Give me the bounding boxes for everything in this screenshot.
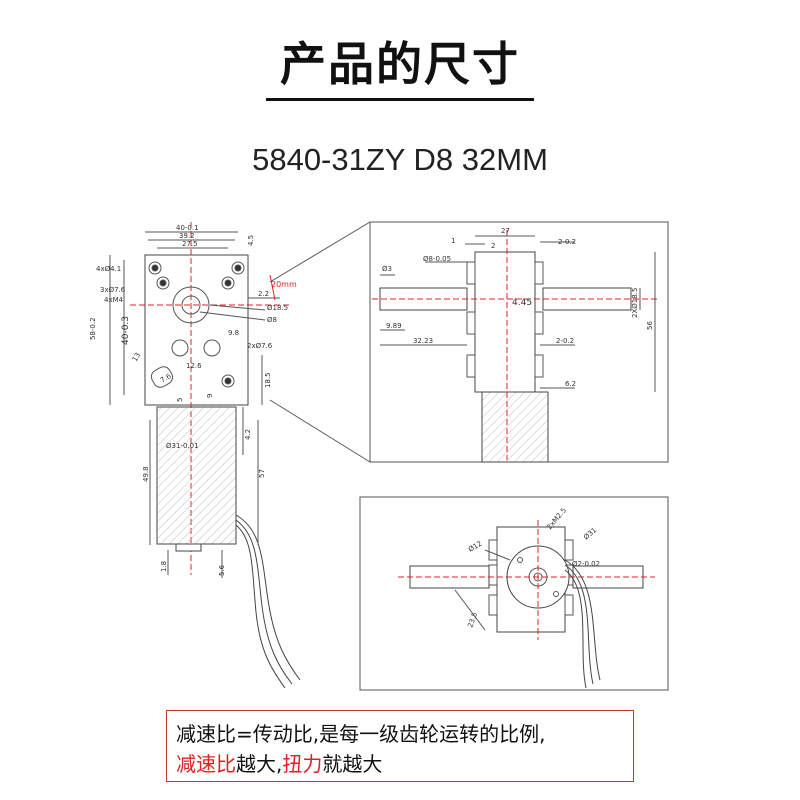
dim-2-0-2-a: 2-0.2 <box>558 238 576 246</box>
front-view-labels: 40-0.1 39.2 27.5 4.5 4xØ4.1 3xØ7.6 4xM4 … <box>89 224 297 576</box>
dim-32-23: 32.23 <box>413 337 433 345</box>
dim-9-89: 9.89 <box>386 322 402 330</box>
dim-12-6: 12.6 <box>186 362 202 370</box>
dim-w-39: 39.2 <box>179 232 195 240</box>
dim-20mm: 20mm <box>271 280 297 289</box>
dim-w-27: 27.5 <box>182 240 198 248</box>
dim-2-2: 2.2 <box>258 290 269 298</box>
dim-w-total: 40-0.1 <box>176 224 199 232</box>
dim-2-0-2-b: 2-0.2 <box>556 337 574 345</box>
dim-2x-7-6: 2xØ7.6 <box>247 342 273 350</box>
dim-4-2: 4.2 <box>244 429 252 440</box>
note-line-1: 减速比=传动比,是每一级齿轮运转的比例, <box>176 722 546 746</box>
model-number: 5840-31ZY D8 32MM <box>252 142 548 177</box>
note-torque-highlight: 扭力 <box>282 752 323 776</box>
dim-1-8: 1.8 <box>160 561 168 572</box>
bottom-view <box>398 520 655 689</box>
dim-2: 2 <box>491 242 495 250</box>
dim-4-45: 4.45 <box>512 298 532 308</box>
front-view <box>109 222 301 689</box>
page-title: 产品的尺寸 <box>280 37 520 91</box>
dim-dia-8: Ø8 <box>267 316 277 324</box>
dim-9: 9 <box>206 394 214 398</box>
dim-6-2: 6.2 <box>565 380 576 388</box>
side-view <box>372 230 660 463</box>
dim-49-8: 49.8 <box>142 466 150 482</box>
dim-dia-8: Ø8-0.05 <box>423 255 451 263</box>
dim-4-5: 4.5 <box>247 235 255 246</box>
dim-dia-31: Ø31-0.01 <box>166 442 199 450</box>
dim-9-8: 9.8 <box>228 329 239 337</box>
dim-holes-m4: 4xM4 <box>104 296 124 304</box>
dim-58: 58-0.2 <box>89 317 97 340</box>
dim-18-5: 18.5 <box>264 372 272 388</box>
dim-57: 57 <box>258 469 266 478</box>
dim-13: 13 <box>131 351 142 363</box>
title-underline <box>266 98 534 101</box>
dim-dia-3: Ø3 <box>382 265 392 273</box>
dim-40: 40-0.3 <box>121 316 131 345</box>
note-ratio-highlight: 减速比 <box>176 752 236 776</box>
dim-27: 27 <box>501 227 510 235</box>
dim-56: 56 <box>646 321 654 330</box>
dim-5: 5 <box>176 398 184 402</box>
side-view-labels: 27 1 2 2-0.2 Ø3 Ø8-0.05 4.45 2XØ18.5 56 … <box>382 227 654 388</box>
dim-5-6: 5.6 <box>218 564 226 576</box>
note-text-a: 越大, <box>236 752 283 776</box>
dim-holes-4: 4xØ4.1 <box>96 265 121 273</box>
note-line-2: 减速比越大,扭力就越大 <box>176 748 382 777</box>
view-connectors <box>269 221 371 463</box>
note-box <box>166 710 634 782</box>
dim-dia-2: Ø2-0.02 <box>572 560 600 568</box>
dim-2x-18-5: 2XØ18.5 <box>631 288 639 318</box>
dim-1: 1 <box>451 237 455 245</box>
dim-dia-18-5: Ø18.5 <box>267 304 288 312</box>
note-text-b: 就越大 <box>322 752 383 776</box>
dim-holes-3: 3xØ7.6 <box>100 286 126 294</box>
